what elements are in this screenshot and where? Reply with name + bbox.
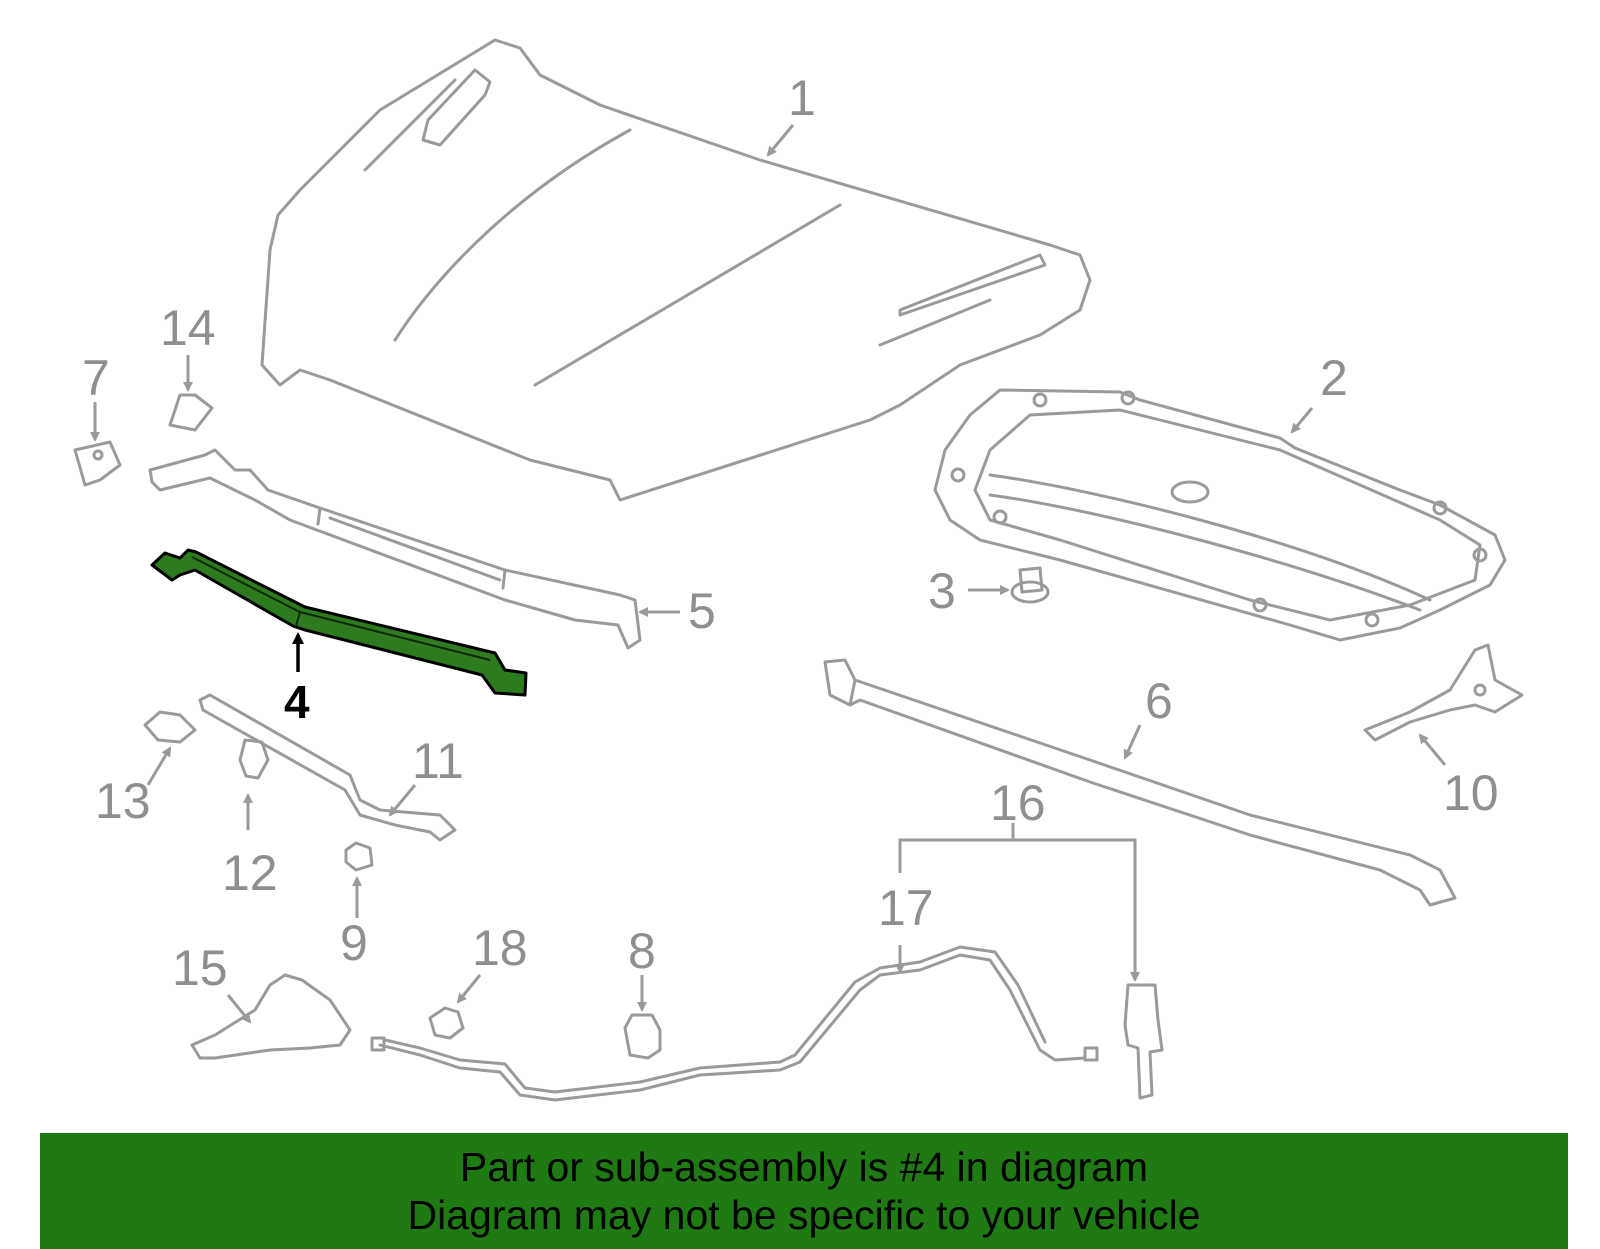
part-2-insulator: 2 <box>933 350 1507 642</box>
callout-11: 11 <box>412 733 464 789</box>
part-9-grommet: 9 <box>340 841 374 971</box>
part-12-grommet: 12 <box>222 738 278 901</box>
callout-9: 9 <box>340 915 368 971</box>
part-6-rear-seal: 6 <box>823 658 1457 907</box>
callout-16: 16 <box>990 775 1046 831</box>
callout-2: 2 <box>1320 350 1348 406</box>
part-18-bolt: 18 <box>428 920 528 1040</box>
banner-line-2: Diagram may not be specific to your vehi… <box>407 1192 1201 1238</box>
callout-12: 12 <box>222 845 278 901</box>
part-17-cable: 17 <box>370 880 1099 1102</box>
part-3-clip: 3 <box>928 563 1050 619</box>
callout-13: 13 <box>95 773 151 829</box>
info-banner: Part or sub-assembly is #4 in diagram Di… <box>40 1133 1568 1249</box>
part-16-latch: 16 <box>898 775 1164 1100</box>
part-14-bumper: 14 <box>160 300 216 432</box>
callout-18: 18 <box>472 920 528 976</box>
part-13-clip: 13 <box>95 710 197 829</box>
callout-4: 4 <box>284 676 310 728</box>
part-8-grommet: 8 <box>623 923 662 1060</box>
callout-8: 8 <box>628 923 656 979</box>
callout-5: 5 <box>688 583 716 639</box>
callout-1: 1 <box>788 70 816 126</box>
part-4-highlighted: 4 <box>150 548 528 728</box>
callout-14: 14 <box>160 300 216 356</box>
callout-15: 15 <box>172 940 228 996</box>
banner-line-1: Part or sub-assembly is #4 in diagram <box>459 1144 1149 1190</box>
part-1-hood: 1 <box>260 38 1092 502</box>
part-10-bracket: 10 <box>1363 643 1524 821</box>
part-15-latch: 15 <box>172 940 352 1060</box>
part-7-bracket: 7 <box>73 350 122 487</box>
callout-6: 6 <box>1145 673 1173 729</box>
part-5-seal: 5 <box>148 448 716 650</box>
callout-7: 7 <box>82 350 110 406</box>
callout-3: 3 <box>928 563 956 619</box>
part-11-prop-rod: 11 <box>198 693 464 842</box>
callout-17: 17 <box>878 880 934 936</box>
callout-10: 10 <box>1443 765 1499 821</box>
